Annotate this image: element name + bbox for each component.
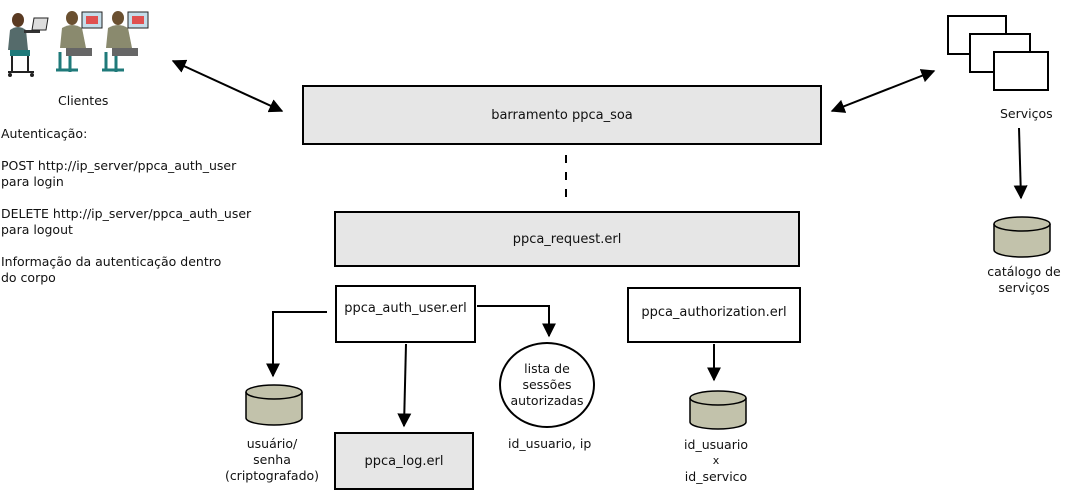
auth-delete-line2: para logout <box>1 222 73 237</box>
authorization-database-icon <box>689 390 747 430</box>
authz-db-line1: id_usuario <box>684 437 748 452</box>
authz-db-label: id_usuario x id_servico <box>666 437 766 485</box>
catalog-line2: serviços <box>998 280 1050 295</box>
auth-post-line1: POST http://ip_server/ppca_auth_user <box>1 158 237 173</box>
authz-db-line2: x <box>712 454 720 467</box>
user-db-label: usuário/ senha (criptografado) <box>214 436 330 484</box>
user-db-line2: senha <box>253 452 291 467</box>
clients-label: Clientes <box>58 93 109 108</box>
user-db-line1: usuário/ <box>246 436 298 451</box>
authorization-box: ppca_authorization.erl <box>627 287 801 343</box>
user-db-line3: (criptografado) <box>224 468 320 483</box>
bus-box: barramento ppca_soa <box>302 85 822 145</box>
sessions-list-circle: lista de sessões autorizadas <box>499 342 595 428</box>
auth-post-line2: para login <box>1 174 64 189</box>
auth-delete-line1: DELETE http://ip_server/ppca_auth_user <box>1 206 252 221</box>
sessions-line1: lista de <box>524 361 570 376</box>
services-label: Serviços <box>1000 106 1053 121</box>
services-documents-icon <box>947 15 1049 91</box>
auth-title: Autenticação: <box>1 126 88 141</box>
bus-services-arrow <box>830 69 936 113</box>
catalog-label: catálogo de serviços <box>978 264 1070 296</box>
request-box: ppca_request.erl <box>334 211 800 267</box>
clients-icon <box>8 11 149 77</box>
log-box: ppca_log.erl <box>334 432 474 490</box>
user-password-database-icon <box>245 384 303 426</box>
auth-info-line1: Informação da autenticação dentro <box>1 254 222 269</box>
catalog-line1: catálogo de <box>987 264 1061 279</box>
auth-user-db-arrow <box>266 311 327 378</box>
sessions-line3: autorizadas <box>510 393 584 408</box>
service-catalog-database-icon <box>993 216 1051 258</box>
authz-db-line3: id_servico <box>684 469 748 484</box>
auth-info-line2: do corpo <box>1 270 56 285</box>
auth-user-sessions-arrow <box>477 305 556 338</box>
auth-user-box: ppca_auth_user.erl <box>335 285 476 343</box>
person-desktop-icon <box>56 11 103 72</box>
bus-label: barramento ppca_soa <box>491 107 633 123</box>
services-catalog-arrow <box>1013 127 1028 200</box>
clients-bus-arrow <box>171 59 284 113</box>
request-label: ppca_request.erl <box>512 231 622 247</box>
sessions-line2: sessões <box>522 377 572 392</box>
auth-user-log-arrow <box>397 343 412 428</box>
log-label: ppca_log.erl <box>364 453 444 469</box>
authorization-label: ppca_authorization.erl <box>641 305 787 320</box>
auth-user-label: ppca_auth_user.erl <box>344 301 467 316</box>
person-desktop-icon <box>102 11 149 72</box>
person-laptop-icon <box>8 13 49 77</box>
sessions-caption: id_usuario, ip <box>508 436 592 451</box>
